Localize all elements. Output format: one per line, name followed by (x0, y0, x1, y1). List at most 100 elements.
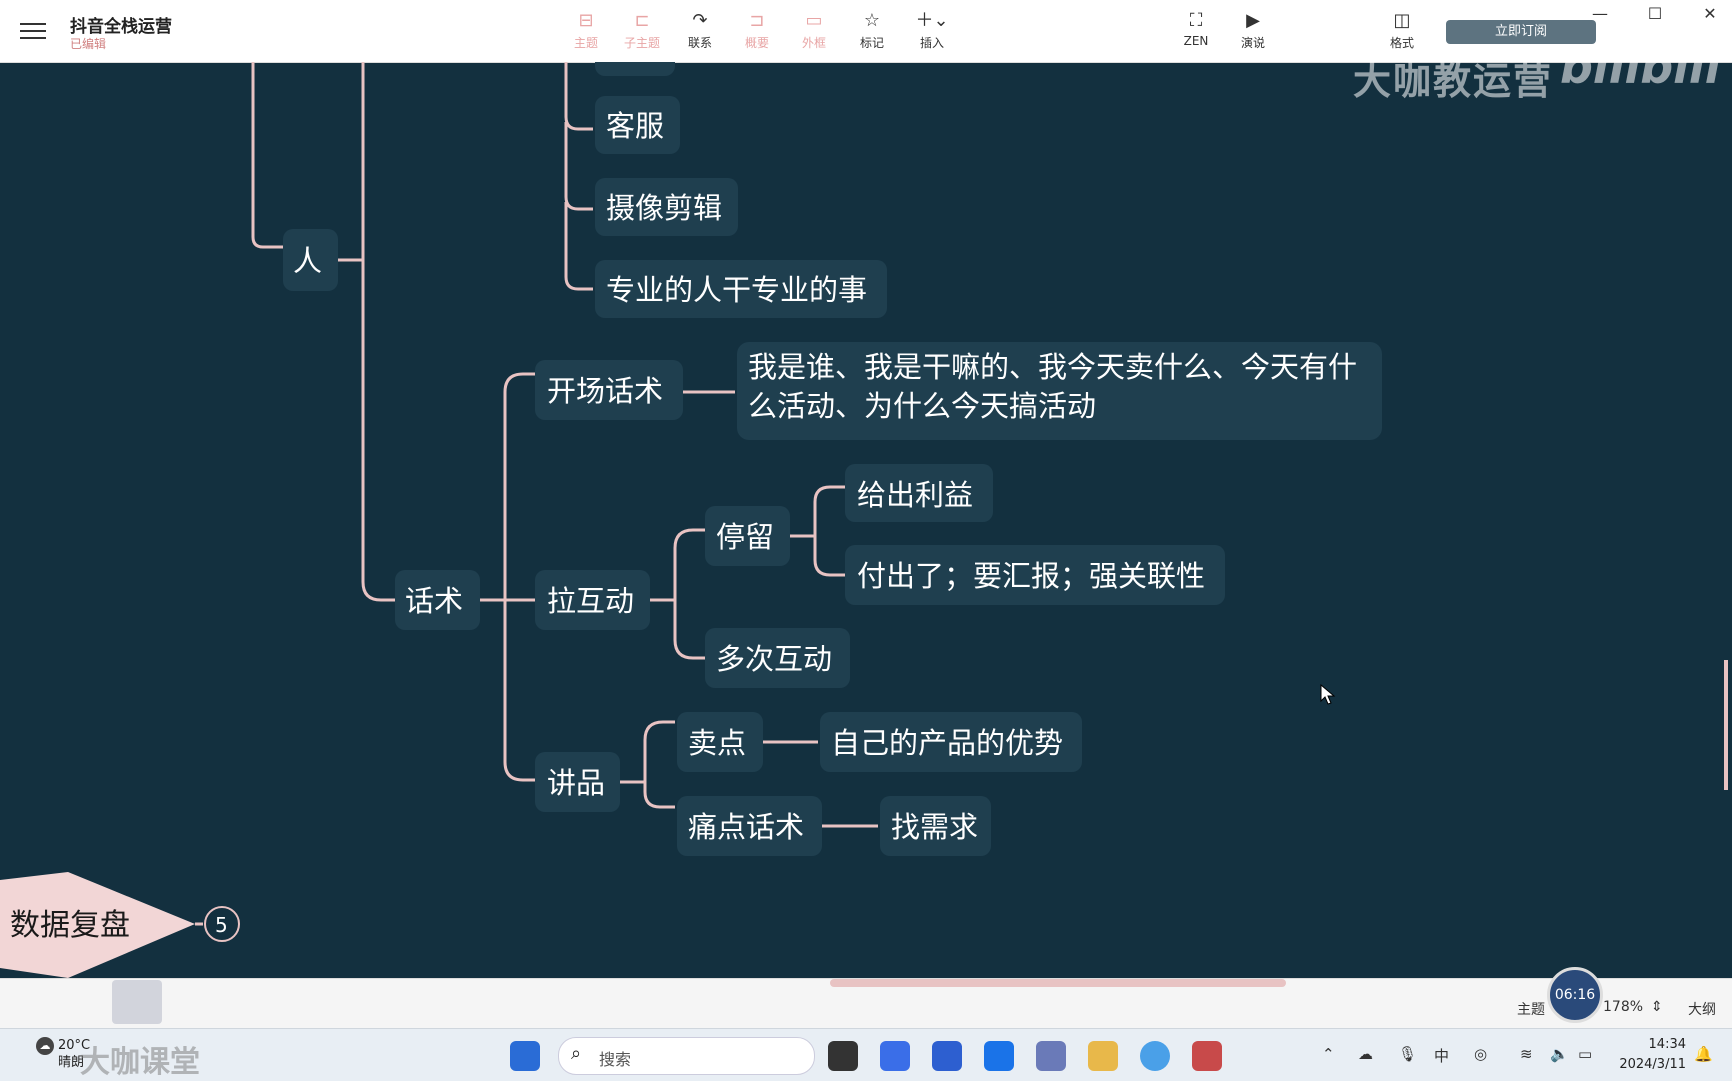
node-huashu-text: 话术 (405, 584, 463, 618)
zoom-level[interactable]: 178% (1603, 999, 1644, 1015)
plus-chevron-icon: ＋⌄ (915, 10, 949, 31)
insert-button[interactable]: ＋⌄插入 (906, 8, 958, 51)
ketang-watermark: 大咖课堂 (80, 1045, 200, 1080)
collapse-count-badge[interactable] (204, 906, 240, 942)
theme-toggle[interactable]: 主题 (1517, 1002, 1545, 1018)
file-explorer-icon[interactable] (1088, 1041, 1118, 1071)
node-jiangpin-text: 讲品 (547, 766, 605, 800)
browser-icon[interactable] (1140, 1041, 1170, 1071)
node-tongdian[interactable] (677, 796, 822, 856)
node-fuchu[interactable] (845, 545, 1225, 605)
taskbar-search[interactable]: ⌕ 搜索 (558, 1037, 815, 1075)
weather-icon: ☁ (36, 1037, 54, 1055)
tray-chevron-icon[interactable]: ⌃ (1322, 1045, 1335, 1063)
node-ren[interactable] (283, 229, 338, 291)
topic-button[interactable]: ⊟主题 (560, 8, 612, 51)
volume-icon[interactable]: 🔈 (1550, 1045, 1569, 1063)
node-fuchu-text: 付出了；要汇报；强关联性 (857, 559, 1205, 593)
link-sheying (564, 122, 593, 211)
node-huashu[interactable] (395, 570, 480, 630)
document-title: 抖音全栈运营 (70, 17, 172, 37)
link-kefu (564, 92, 593, 131)
topic-icon: ⊟ (578, 10, 594, 31)
chat-app-icon[interactable] (984, 1041, 1014, 1071)
node-shuju-text: 数据复盘 (10, 908, 130, 943)
node-maidian[interactable] (677, 712, 763, 772)
node-lahudong-text: 拉互动 (547, 584, 634, 618)
headset-icon[interactable]: ◎ (1474, 1045, 1488, 1063)
task-view-icon[interactable] (828, 1041, 858, 1071)
boundary-icon: ▭ (805, 10, 823, 31)
node-shuju-diamond[interactable] (0, 872, 195, 978)
link-duoci (673, 600, 705, 660)
node-duoci[interactable] (705, 628, 850, 688)
game-app-icon[interactable] (1036, 1041, 1066, 1071)
link-geichu (813, 485, 845, 536)
lightning-app-icon[interactable] (932, 1041, 962, 1071)
watermark-text: 大咖教运营 (1353, 59, 1554, 103)
zoom-stepper-icon[interactable]: ⇕ (1651, 999, 1663, 1015)
link-main-trunk (361, 62, 395, 602)
link-fuchu (813, 536, 845, 577)
node-zhuanye[interactable] (595, 260, 887, 318)
node-lahudong[interactable] (535, 570, 650, 630)
node-kaichang-text: 开场话术 (547, 374, 663, 408)
relation-button[interactable]: ↷联系 (674, 8, 726, 51)
weather-widget[interactable]: 20°C 晴朗 (58, 1038, 91, 1070)
boundary-button[interactable]: ▭外框 (788, 8, 840, 51)
maximize-icon[interactable]: ☐ (1647, 4, 1663, 23)
notification-bell-icon[interactable]: 🔔 (1694, 1045, 1713, 1063)
link-jiangpin (503, 600, 535, 782)
summary-bracket-icon: ⊐ (749, 10, 765, 31)
node-kaichang-detail-line1: 我是谁、我是干嘛的、我今天卖什么、今天有什 (748, 350, 1357, 384)
present-button[interactable]: ▶演说 (1227, 8, 1279, 51)
recording-timer: 06:16 (1547, 967, 1603, 1023)
outline-toggle[interactable]: 大纲 (1688, 1002, 1716, 1018)
microphone-icon[interactable]: 🎙 (1398, 1045, 1418, 1063)
vertical-scrollbar[interactable] (1724, 660, 1728, 790)
horizontal-scrollbar[interactable] (830, 979, 1286, 987)
link-zhuanye (564, 202, 593, 291)
node-xuqiu[interactable] (880, 796, 991, 856)
node-kaichang-detail[interactable] (737, 342, 1382, 440)
node-maidian-text: 卖点 (688, 726, 746, 760)
subscribe-button[interactable]: 立即订阅 (1446, 20, 1596, 44)
taskbar-clock[interactable]: 14:34 2024/3/11 (1619, 1037, 1686, 1072)
node-sheying[interactable] (595, 178, 738, 236)
node-kefu-text: 客服 (606, 109, 664, 143)
cloud-icon[interactable]: ☁ (1358, 1045, 1373, 1063)
format-button[interactable]: ◫格式 (1376, 8, 1428, 51)
collapse-count-text: 5 (215, 913, 228, 937)
marker-button[interactable]: ☆标记 (846, 8, 898, 51)
node-tingliu[interactable] (705, 506, 790, 566)
node-duoci-text: 多次互动 (716, 642, 832, 676)
node-youshi[interactable] (820, 712, 1082, 772)
close-icon[interactable]: ✕ (1703, 4, 1717, 23)
node-sheying-text: 摄像剪辑 (606, 191, 722, 225)
wifi-icon[interactable]: ≋ (1520, 1045, 1533, 1063)
ime-indicator[interactable]: 中 (1434, 1047, 1450, 1065)
battery-icon[interactable]: ▭ (1578, 1045, 1593, 1063)
node-kefu[interactable] (595, 96, 680, 154)
node-geichu[interactable] (845, 464, 993, 522)
subtopic-button[interactable]: ⊏子主题 (616, 8, 668, 51)
mindmap-app-icon[interactable] (1192, 1041, 1222, 1071)
link-maidian (643, 720, 675, 782)
node-zhuanye-text: 专业的人干专业的事 (606, 273, 867, 307)
zen-button[interactable]: ⛶ZEN (1170, 8, 1222, 48)
windows-start-icon[interactable] (510, 1041, 540, 1071)
node-tingliu-text: 停留 (716, 520, 774, 554)
relation-arc-icon: ↷ (692, 10, 708, 31)
node-partial-top[interactable] (595, 62, 675, 76)
mindmap-canvas[interactable]: 人 客服 摄像剪辑 专业的人干专业的事 开场话术 我是谁、我是干嘛的、我今天卖什… (0, 62, 1732, 978)
node-youshi-text: 自己的产品的优势 (831, 726, 1063, 760)
search-icon: ⌕ (571, 1043, 582, 1064)
summary-button[interactable]: ⊐概要 (731, 8, 783, 51)
node-jiangpin[interactable] (535, 752, 620, 812)
node-kaichang[interactable] (535, 360, 683, 420)
hamburger-menu-icon[interactable] (20, 18, 46, 44)
minimize-icon[interactable]: — (1592, 4, 1608, 23)
meeting-app-icon[interactable] (880, 1041, 910, 1071)
node-kaichang-detail-line2: 么活动、为什么今天搞活动 (748, 389, 1096, 423)
subtopic-icon: ⊏ (634, 10, 650, 31)
